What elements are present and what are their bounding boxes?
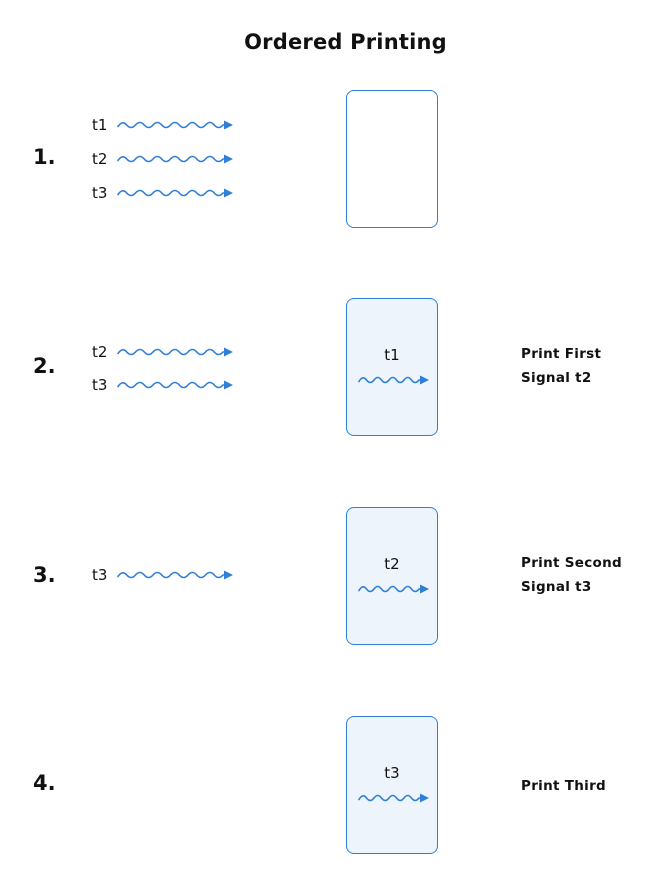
note-line: Print First — [521, 346, 602, 362]
note-line: Signal t3 — [521, 579, 592, 595]
step-3: 3. t3 t2 Print Second Signal t3 — [0, 507, 651, 647]
monitor-box: t3 — [346, 716, 438, 854]
step-notes: Print Second Signal t3 — [521, 551, 622, 599]
thread-label: t1 — [92, 116, 108, 134]
thread-label: t3 — [92, 184, 108, 202]
step-2: 2. t2 t3 t1 Print First Signal t2 — [0, 298, 651, 438]
wavy-arrow-icon — [357, 787, 429, 813]
step-notes: Print First Signal t2 — [521, 342, 601, 390]
wavy-arrow-icon — [357, 578, 429, 604]
step-number: 1. — [33, 145, 56, 169]
running-thread-label: t2 — [384, 555, 400, 573]
wavy-arrow-icon — [116, 374, 233, 400]
wavy-arrow-icon — [116, 564, 233, 590]
step-number: 3. — [33, 563, 56, 587]
step-notes: Print Third — [521, 774, 606, 798]
wavy-arrow-icon — [357, 369, 429, 395]
monitor-box: t2 — [346, 507, 438, 645]
step-1: 1. t1 t2 t3 — [0, 90, 651, 230]
step-number: 4. — [33, 771, 56, 795]
running-thread-label: t1 — [384, 346, 400, 364]
wavy-arrow-icon — [116, 114, 233, 140]
thread-label: t2 — [92, 150, 108, 168]
thread-label: t3 — [92, 566, 108, 584]
wavy-arrow-icon — [116, 182, 233, 208]
note-line: Print Third — [521, 778, 607, 794]
note-line: Signal t2 — [521, 370, 592, 386]
wavy-arrow-icon — [116, 341, 233, 367]
note-line: Print Second — [521, 555, 622, 571]
running-thread-label: t3 — [384, 764, 400, 782]
step-4: 4. t3 Print Third — [0, 716, 651, 856]
thread-label: t3 — [92, 376, 108, 394]
thread-label: t2 — [92, 343, 108, 361]
diagram-title: Ordered Printing — [244, 30, 447, 54]
monitor-box-empty — [346, 90, 438, 228]
step-number: 2. — [33, 354, 56, 378]
wavy-arrow-icon — [116, 148, 233, 174]
monitor-box: t1 — [346, 298, 438, 436]
